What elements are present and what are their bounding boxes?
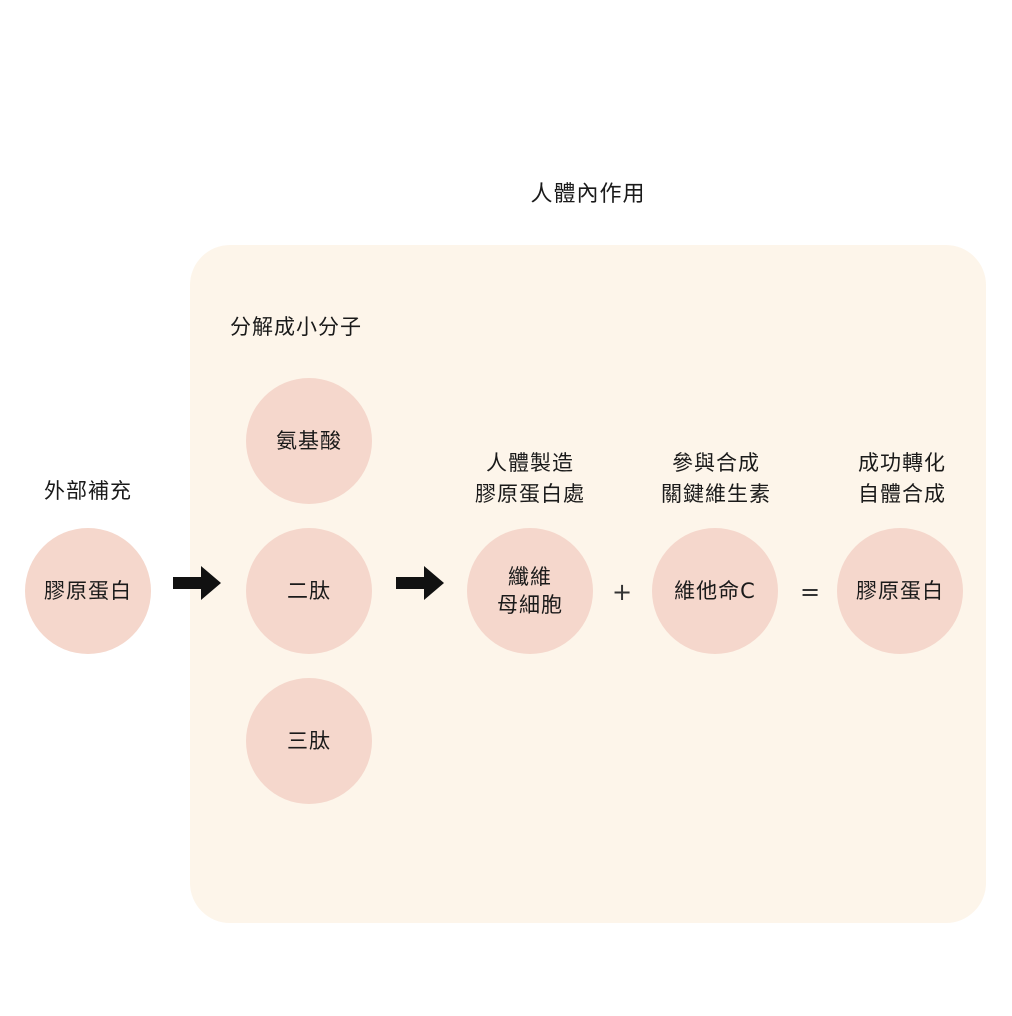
arrow-right-icon xyxy=(396,566,444,600)
diagram-title: 人體內作用 xyxy=(530,182,646,207)
external-collagen-text: 膠原蛋白 xyxy=(44,579,132,603)
key-vitamin-line2: 關鍵維生素 xyxy=(661,482,771,506)
arrow-right-icon xyxy=(173,566,221,600)
self-synthesis-line2: 自體合成 xyxy=(858,482,946,506)
external-supplement-label: 外部補充 xyxy=(44,479,132,503)
fibroblast-circle: 纖維 母細胞 xyxy=(467,528,593,654)
dipeptide-text: 二肽 xyxy=(287,579,331,603)
equals-sign: = xyxy=(799,578,821,606)
fibroblast-text-line2: 母細胞 xyxy=(497,593,563,617)
amino-acid-circle: 氨基酸 xyxy=(246,378,372,504)
collagen-production-site-label: 人體製造 膠原蛋白處 xyxy=(448,448,612,510)
tripeptide-text: 三肽 xyxy=(287,729,331,753)
breakdown-label: 分解成小分子 xyxy=(230,315,362,339)
plus-sign: + xyxy=(611,578,633,606)
amino-acid-text: 氨基酸 xyxy=(276,429,342,453)
arrow-right-shape xyxy=(173,566,221,600)
key-vitamin-line1: 參與合成 xyxy=(672,451,760,475)
arrow-right-shape xyxy=(396,566,444,600)
result-collagen-circle: 膠原蛋白 xyxy=(837,528,963,654)
self-synthesis-line1: 成功轉化 xyxy=(858,451,946,475)
result-collagen-text: 膠原蛋白 xyxy=(856,579,944,603)
fibroblast-text-line1: 纖維 xyxy=(508,565,552,589)
external-collagen-circle: 膠原蛋白 xyxy=(25,528,151,654)
collagen-production-site-line1: 人體製造 xyxy=(486,451,574,475)
tripeptide-circle: 三肽 xyxy=(246,678,372,804)
vitamin-c-text: 維他命C xyxy=(674,579,756,603)
dipeptide-circle: 二肽 xyxy=(246,528,372,654)
key-vitamin-label: 參與合成 關鍵維生素 xyxy=(634,448,798,510)
collagen-production-site-line2: 膠原蛋白處 xyxy=(475,482,585,506)
vitamin-c-circle: 維他命C xyxy=(652,528,778,654)
self-synthesis-label: 成功轉化 自體合成 xyxy=(820,448,984,510)
